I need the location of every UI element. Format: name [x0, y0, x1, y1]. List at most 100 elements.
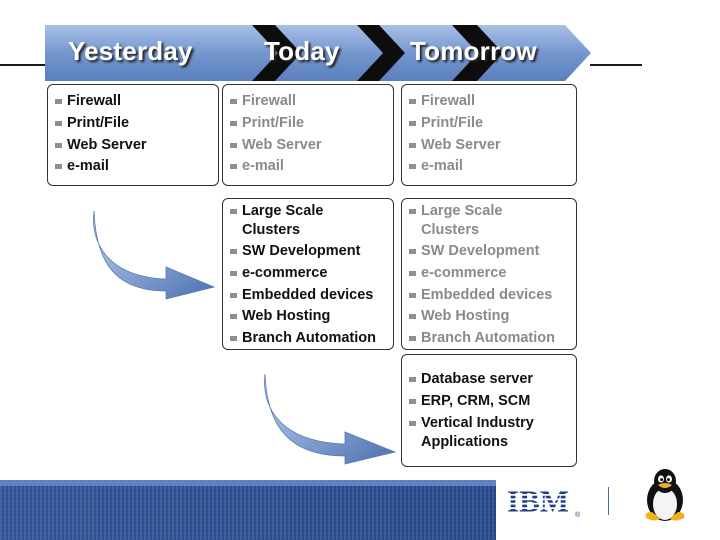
bullet-icon: [409, 377, 416, 382]
bullet-icon: [230, 270, 237, 276]
header-rule-right: [590, 64, 642, 66]
list-item-text: Branch Automation: [242, 330, 376, 347]
phase-today-title: Today: [264, 36, 340, 66]
list-item-text: Print/File: [421, 114, 484, 131]
list-item-text: e-commerce: [242, 264, 328, 281]
list-item: Web Server: [54, 135, 212, 157]
bullet-icon: [409, 420, 416, 426]
bullet-icon: [230, 99, 237, 104]
list-item-text: Web Server: [421, 136, 501, 153]
list-item-text: Web Hosting: [242, 308, 331, 325]
list-item: Print/File: [229, 113, 387, 135]
ibm-logo: IBM ®: [507, 487, 581, 519]
list-item-text: Firewall: [421, 93, 475, 109]
list-item: Firewall: [229, 91, 387, 113]
bullet-icon: [409, 314, 416, 320]
list-item: Print/File: [408, 113, 570, 135]
list-item-text: Web Server: [67, 136, 147, 153]
bullet-icon: [409, 270, 416, 276]
bullet-icon: [230, 292, 237, 298]
list-item-text: Print/File: [242, 114, 305, 131]
list-item: Branch Automation: [408, 328, 570, 350]
list-item: e-mail: [54, 156, 212, 178]
list-item: e-mail: [229, 156, 387, 178]
bullet-icon: [230, 249, 237, 254]
list-item: Web Hosting: [408, 306, 570, 328]
bullet-icon: [55, 120, 62, 126]
svg-text:®: ®: [575, 511, 581, 519]
bullet-icon: [409, 209, 416, 214]
phase-tomorrow-title: Tomorrow: [410, 36, 537, 66]
curved-arrow-icon: [93, 210, 216, 300]
list-item: Database server: [408, 369, 570, 391]
bullet-icon: [409, 336, 416, 342]
list-item-text: e-mail: [242, 158, 284, 175]
bullet-icon: [230, 314, 237, 320]
curved-arrow-icon-2: [264, 373, 397, 465]
list-item: Web Server: [408, 135, 570, 157]
bullet-icon: [230, 120, 237, 126]
chevron-dark-2: [357, 25, 405, 81]
list-item-text: Embedded devices: [242, 286, 374, 303]
list-item-text: SW Development: [421, 243, 540, 259]
list-item: e-mail: [408, 156, 570, 178]
svg-text:IBM: IBM: [507, 487, 569, 519]
list-item-text: Branch Automation: [421, 330, 555, 347]
list-item-text: e-mail: [421, 158, 463, 175]
list-item: Print/File: [54, 113, 212, 135]
bullet-icon: [409, 120, 416, 126]
bullet-icon: [409, 142, 416, 148]
tux-penguin-icon: [645, 469, 685, 521]
bullet-icon: [230, 336, 237, 342]
list-item: Branch Automation: [229, 328, 387, 350]
list-item-text: Database server: [421, 371, 534, 387]
bullet-icon: [230, 142, 237, 148]
chevron-divider-1: [245, 25, 271, 81]
list-item-text: Firewall: [242, 93, 296, 109]
list-item: Embedded devices: [408, 285, 570, 307]
list-item: ERP, CRM, SCM: [408, 391, 570, 413]
list-item: Web Hosting: [229, 306, 387, 328]
chevron-dark-1: [252, 25, 301, 81]
bullet-icon: [409, 292, 416, 298]
list-item-text: SW Development: [242, 243, 361, 259]
list-item: SW Development: [408, 241, 570, 263]
list-item-text: e-commerce: [421, 264, 507, 281]
bullet-icon: [409, 398, 416, 404]
list-item: Web Server: [229, 135, 387, 157]
bullet-icon: [230, 209, 237, 214]
bullet-icon: [409, 99, 416, 104]
list-item: Embedded devices: [229, 285, 387, 307]
logo-divider: [608, 487, 609, 515]
list-item-text: Embedded devices: [421, 286, 553, 303]
header-rule-left: [0, 64, 46, 66]
list-item-text: Web Server: [242, 136, 322, 153]
phase-yesterday-title: Yesterday: [68, 36, 193, 66]
phase-banner: [45, 25, 591, 81]
list-item-text: Firewall: [67, 93, 121, 109]
list-item-text: ERP, CRM, SCM: [421, 392, 531, 409]
list-item-text: Web Hosting: [421, 308, 510, 325]
list-item: e-commerce: [229, 263, 387, 285]
list-item-text: Print/File: [67, 114, 130, 131]
list-item: Firewall: [54, 91, 212, 113]
list-item: Firewall: [408, 91, 570, 113]
list-item-text: e-mail: [67, 158, 109, 175]
